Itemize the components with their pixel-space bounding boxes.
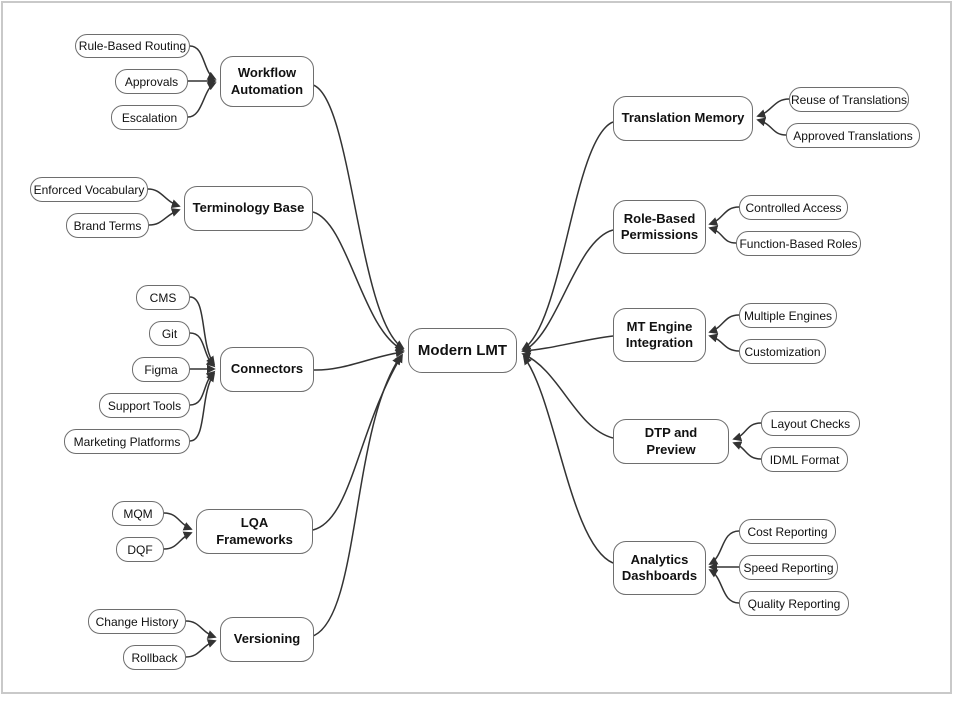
node-rbr: Rule-Based Routing [75,34,190,58]
node-cost: Cost Reporting [739,519,836,544]
edge-terminology-center [312,211,405,351]
edge-reuse-tm [756,98,790,118]
node-mtei: MT Engine Integration [613,308,706,362]
edge-mp-connectors [189,372,216,442]
edge-connectors-center [312,348,405,371]
node-figma: Figma [132,357,190,382]
node-speed: Speed Reporting [739,555,838,580]
edge-dqf-lqa [163,531,193,550]
node-fbr: Function-Based Roles [736,231,861,256]
node-connectors: Connectors [220,347,314,392]
edge-rbp-center [521,229,614,353]
edge-ev-terminology [147,188,181,208]
node-reuse: Reuse of Translations [789,87,909,112]
edge-escalation-workflow [187,82,217,118]
edge-ca-rbp [708,206,740,226]
node-terminology: Terminology Base [184,186,313,231]
edge-mtei-center [521,335,614,355]
node-ev: Enforced Vocabulary [30,177,148,202]
node-git: Git [149,321,190,346]
node-st: Support Tools [99,393,190,418]
edge-fbr-rbp [708,225,737,244]
edge-cust-mtei [708,333,740,352]
node-ca: Controlled Access [739,195,848,220]
edge-approved-tm [756,117,787,136]
edge-dtp-center [521,352,614,439]
node-bt: Brand Terms [66,213,149,238]
node-ch: Change History [88,609,186,634]
node-tm: Translation Memory [613,96,753,141]
edge-ad-center [522,355,614,564]
edge-cost-ad [708,530,740,565]
node-mqm: MQM [112,501,164,526]
edge-mqm-lqa [163,512,193,531]
edge-st-connectors [189,370,216,406]
edge-me-mtei [708,314,740,334]
node-quality: Quality Reporting [739,591,849,616]
edge-lc-dtp [732,422,762,442]
node-me: Multiple Engines [739,303,837,328]
node-versioning: Versioning [220,617,314,662]
edge-git-connectors [189,332,216,368]
node-dtp: DTP and Preview [613,419,729,464]
node-approved: Approved Translations [786,123,920,148]
edge-tm-center [521,121,614,350]
edge-versioning-center [312,355,402,637]
node-center: Modern LMT [408,328,517,373]
node-escalation: Escalation [111,105,188,130]
node-approvals: Approvals [115,69,188,94]
edge-rbr-workflow [189,45,217,80]
node-lqa: LQA Frameworks [196,509,313,554]
node-rbp: Role-Based Permissions [613,200,706,254]
node-dqf: DQF [116,537,164,562]
node-workflow: Workflow Automation [220,56,314,107]
edge-quality-ad [708,569,740,604]
node-mp: Marketing Platforms [64,429,190,454]
edge-idml-dtp [732,441,762,460]
node-rb: Rollback [123,645,186,670]
node-cust: Customization [739,339,826,364]
edge-cms-connectors [189,296,216,366]
edge-bt-terminology [148,208,181,226]
node-cms: CMS [136,285,190,310]
edge-rb-versioning [185,639,217,658]
edge-workflow-center [312,84,405,349]
node-ad: Analytics Dashboards [613,541,706,595]
node-idml: IDML Format [761,447,848,472]
edge-ch-versioning [185,620,217,639]
node-lc: Layout Checks [761,411,860,436]
